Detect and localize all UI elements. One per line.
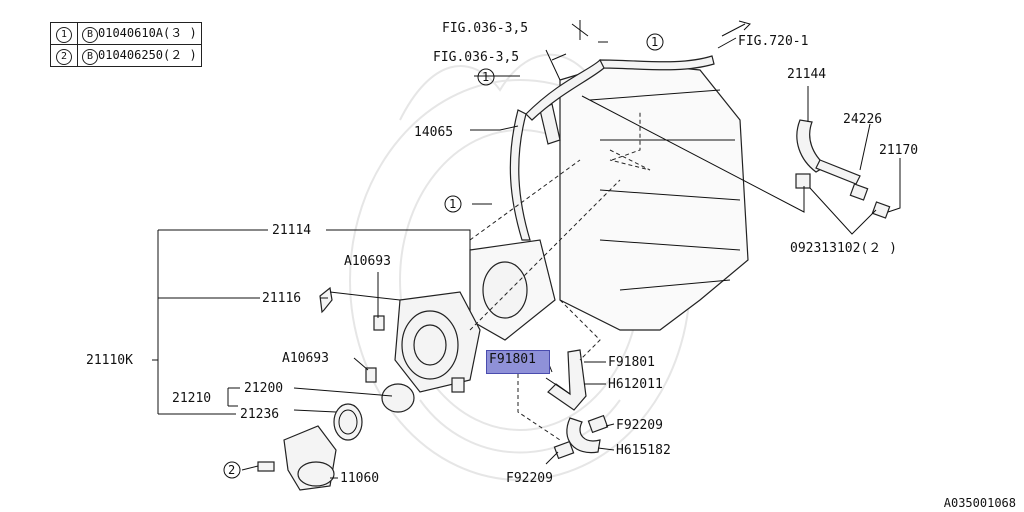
label-f92209-bottom: F92209 — [506, 471, 553, 486]
label-a10693-top: A10693 — [344, 254, 391, 269]
label-21144: 21144 — [787, 67, 826, 82]
label-24226: 24226 — [843, 112, 882, 127]
label-11060: 11060 — [340, 471, 379, 486]
bolt — [373, 315, 385, 331]
circle-label: 2 — [228, 463, 235, 477]
bolt — [365, 367, 377, 383]
label-21210: 21210 — [172, 391, 211, 406]
label-21170: 21170 — [879, 143, 918, 158]
legend-index-cell: 2 — [50, 44, 78, 67]
circle-label: 1 — [651, 35, 658, 49]
hose-14065 — [509, 55, 715, 241]
thermostat-parts — [257, 383, 415, 491]
label-fig-036-top: FIG.036-3,5 — [442, 21, 528, 36]
label-fig-720: FIG.720-1 — [738, 34, 808, 49]
circle-label: 1 — [449, 197, 456, 211]
bolt — [451, 377, 465, 393]
circle-label: 1 — [482, 70, 489, 84]
engine-block — [559, 61, 749, 331]
label-f91801-right: F91801 — [608, 355, 655, 370]
label-14065: 14065 — [414, 125, 453, 140]
label-21110k: 21110K — [86, 353, 133, 368]
label-092313102: 092313102(２ ) — [790, 241, 897, 256]
label-h612011: H612011 — [608, 377, 663, 392]
legend-code: 01040610A(３ ) — [98, 26, 197, 40]
part-labels: FIG.036-3,5 FIG.036-3,5 FIG.720-1 21144 … — [86, 21, 918, 486]
circled-number-icon: 1 — [56, 27, 72, 43]
clamp — [795, 173, 811, 189]
label-21114: 21114 — [272, 223, 311, 238]
label-h615182: H615182 — [616, 443, 671, 458]
circled-number-icon: 2 — [56, 49, 72, 65]
label-21116: 21116 — [262, 291, 301, 306]
dashed-guides — [469, 110, 641, 441]
diagram-code: A035001068 — [943, 496, 1016, 510]
highlighted-part-box[interactable] — [486, 350, 550, 374]
legend-code: 010406250(２ ) — [98, 48, 197, 62]
label-f92209-right: F92209 — [616, 418, 663, 433]
bolt-symbol-icon: B — [82, 27, 98, 43]
label-a10693-bot: A10693 — [282, 351, 329, 366]
label-fig-036-mid: FIG.036-3,5 — [433, 50, 519, 65]
water-pump-assembly — [319, 239, 556, 393]
hose-21144 — [795, 119, 891, 219]
bolt-symbol-icon: B — [82, 49, 98, 65]
label-21236: 21236 — [240, 407, 279, 422]
highlighted-part-label[interactable]: F91801 — [489, 352, 536, 367]
label-21200: 21200 — [244, 381, 283, 396]
reference-circles: 1 1 1 2 — [223, 33, 664, 479]
lower-hoses — [547, 349, 609, 460]
